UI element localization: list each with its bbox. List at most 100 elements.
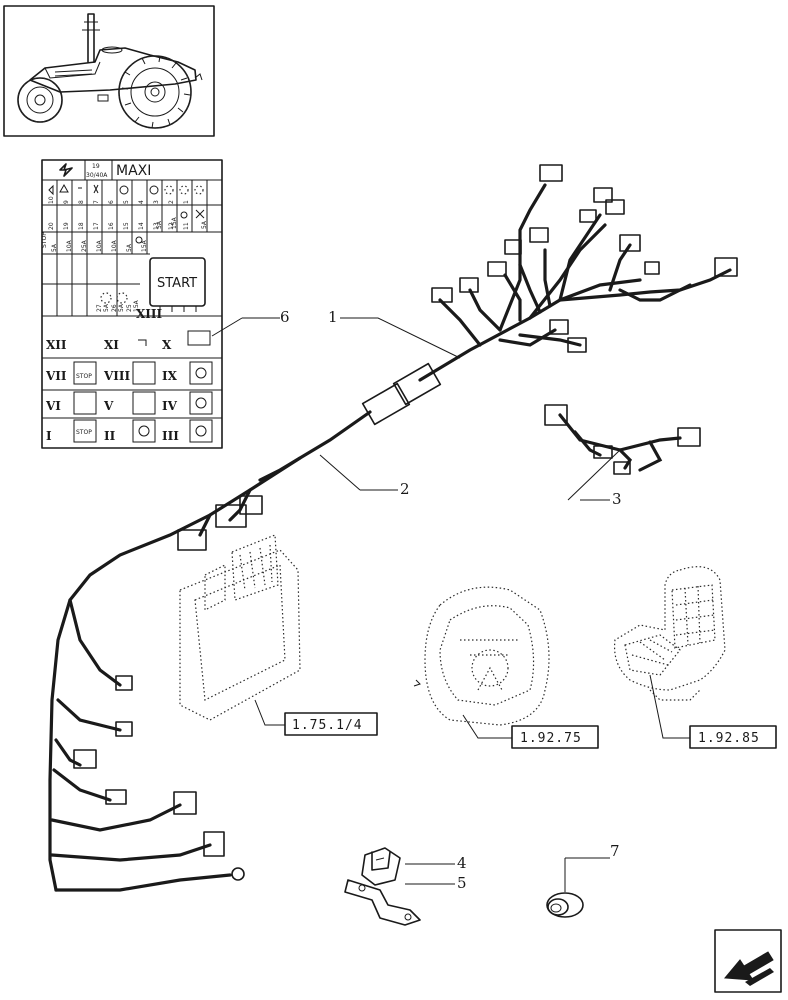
- fuse-rating-10: 5A: [201, 220, 208, 229]
- relay-label-12: XII: [46, 338, 67, 352]
- fuse-numbers: 20 19 18 17 16 15 14 13 12 11 10 9 8 7 6…: [48, 196, 208, 312]
- fuse-num-13: 13: [153, 222, 160, 230]
- fuse-rating-27: 5A: [103, 303, 110, 312]
- operator-seat: [613, 566, 726, 701]
- harness-1-connector-f: [529, 227, 549, 243]
- ref-box-instrument[interactable]: 1.92.75: [511, 725, 599, 749]
- previous-page-arrow-icon[interactable]: [714, 929, 782, 993]
- harness-1-connector-d: [579, 209, 597, 223]
- fuse-rating-5: 10A: [111, 239, 118, 252]
- harness-3-connector-a: [544, 404, 568, 426]
- harness-1-connector-l: [549, 319, 569, 335]
- harness-3-connector-c: [593, 445, 613, 459]
- relay-4-icon: [189, 391, 213, 415]
- tractor-thumbnail-frame: [3, 5, 215, 137]
- lightning-icon: [59, 163, 73, 177]
- relay-1-stop-icon: [73, 419, 97, 443]
- harness-3-connector-d: [613, 461, 631, 475]
- relay-label-9: IX: [162, 369, 178, 383]
- callout-7: 7: [610, 842, 620, 860]
- fuse-num-11: 11: [183, 222, 190, 230]
- harness-1-connector-k: [459, 277, 479, 293]
- relay-label-11: XI: [104, 338, 119, 352]
- start-relay: START: [149, 257, 206, 312]
- fuse-num-4: 4: [138, 200, 145, 204]
- fuse-num-25: 25: [126, 304, 133, 312]
- relay-grid: XII XI X VII VIII IX STOP VI V IV I II I…: [42, 330, 222, 443]
- harness-2-main: [48, 382, 411, 892]
- fuse-rating-25: 15A: [133, 299, 140, 312]
- harness-2-connector-d: [115, 675, 133, 691]
- fuse-num-26: 26: [111, 304, 118, 312]
- maxi-label: MAXI: [116, 163, 151, 179]
- fuse-num-9: 9: [63, 200, 70, 204]
- clip-part-4: [361, 847, 401, 886]
- fuse-rating-8: 5A: [156, 220, 163, 229]
- relay-label-8: VIII: [103, 369, 131, 383]
- ref-box-seat[interactable]: 1.92.85: [689, 725, 777, 749]
- instrument-cluster: [413, 586, 550, 726]
- relay-7-stop-label: STOP: [76, 373, 92, 380]
- relay-7-stop-icon: [73, 361, 97, 385]
- start-label: START: [157, 276, 197, 291]
- harness-2-main-connector: [361, 382, 411, 426]
- relay-label-1: I: [46, 429, 52, 443]
- callout-3: 3: [612, 490, 622, 508]
- maxi-rating: 30/40A: [86, 172, 108, 179]
- fuse-num-18: 18: [78, 222, 85, 230]
- leader-lines: [211, 317, 690, 892]
- fuse-num-14: 14: [138, 222, 145, 230]
- relay-8-icon: [132, 361, 156, 385]
- callout-4: 4: [457, 854, 467, 872]
- fuse-num-17: 17: [93, 222, 100, 230]
- control-unit: [179, 534, 301, 721]
- relay-10-icon: [187, 330, 211, 346]
- fuse-rating-3: 25A: [81, 239, 88, 252]
- ref-instrument-text: 1.92.75: [520, 731, 582, 746]
- fuse-num-20: 20: [48, 222, 55, 230]
- relay-5-light-icon: [132, 391, 156, 415]
- harness-1-connector-h: [644, 261, 660, 275]
- relay-11-icon: [138, 339, 147, 346]
- ref-seat-text: 1.92.85: [698, 731, 760, 746]
- fuse-num-2: 2: [168, 200, 175, 204]
- relay-label-13: XIII: [136, 307, 163, 321]
- fuse-rating-7: 15A: [141, 239, 148, 252]
- fuse-label-stop: STOP: [41, 232, 48, 248]
- fuse-box-frame: [41, 159, 223, 449]
- callout-1: 1: [328, 308, 338, 326]
- relay-9-icon: [189, 361, 213, 385]
- ref-control-unit-text: 1.75.1/4: [292, 718, 363, 733]
- fuse-num-10: 10: [48, 196, 55, 204]
- harness-1-connector-g: [619, 234, 641, 252]
- harness-2-ring-terminal: [231, 867, 245, 881]
- fuse-rating-9: 15A: [171, 216, 178, 229]
- fuse-num-15: 15: [123, 222, 130, 230]
- relay-6-light-icon: [73, 391, 97, 415]
- harness-1-connector-j: [431, 287, 453, 303]
- harness-2-connector-g: [105, 789, 127, 805]
- ref-box-control-unit[interactable]: 1.75.1/4: [284, 712, 378, 736]
- relay-3-icon: [189, 419, 213, 443]
- relay-label-7: VII: [45, 369, 67, 383]
- fuse-rating-6: 5A: [126, 243, 133, 252]
- harness-3-connector-b: [677, 427, 701, 447]
- harness-1-connector-a: [539, 164, 563, 182]
- fuse-num-16: 16: [108, 222, 115, 230]
- relay-2-icon: [132, 419, 156, 443]
- callout-2: 2: [400, 480, 410, 498]
- relay-1-stop-label: STOP: [76, 429, 92, 436]
- fuse-rating-1: 5A: [51, 243, 58, 252]
- fuse-rating-4: 10A: [96, 239, 103, 252]
- relay-label-10: X: [162, 338, 172, 352]
- harness-2-connector-a: [177, 529, 207, 551]
- harness-1-connector-i: [714, 257, 738, 277]
- grommet-part-7: [546, 892, 584, 918]
- fuse-num-6: 6: [108, 200, 115, 204]
- fuse-num-1: 1: [183, 200, 190, 204]
- relay-label-2: II: [104, 429, 116, 443]
- harness-2-connector-c: [239, 495, 263, 515]
- fuse-num-12: 12: [168, 222, 175, 230]
- harness-1-main-connector: [392, 362, 442, 406]
